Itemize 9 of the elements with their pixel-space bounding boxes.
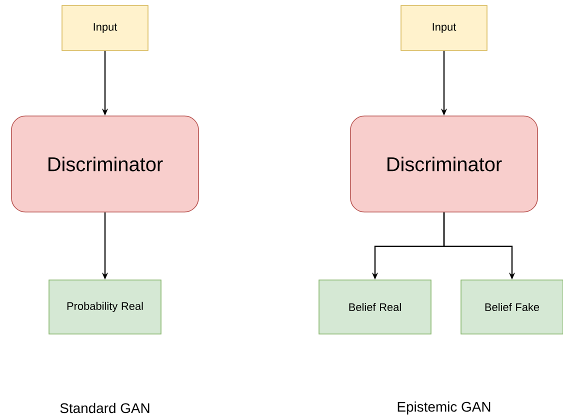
output-box: Belief Real — [318, 280, 432, 334]
caption: Epistemic GAN — [398, 402, 490, 414]
discriminator-box: Discriminator — [350, 116, 538, 212]
output-box: Probability Real — [48, 280, 162, 334]
input-box: Input — [400, 5, 488, 51]
discriminator-box: Discriminator — [11, 116, 199, 212]
caption: Standard GAN — [60, 402, 150, 414]
output-box: Belief Fake — [460, 280, 563, 334]
input-box: Input — [62, 5, 148, 51]
